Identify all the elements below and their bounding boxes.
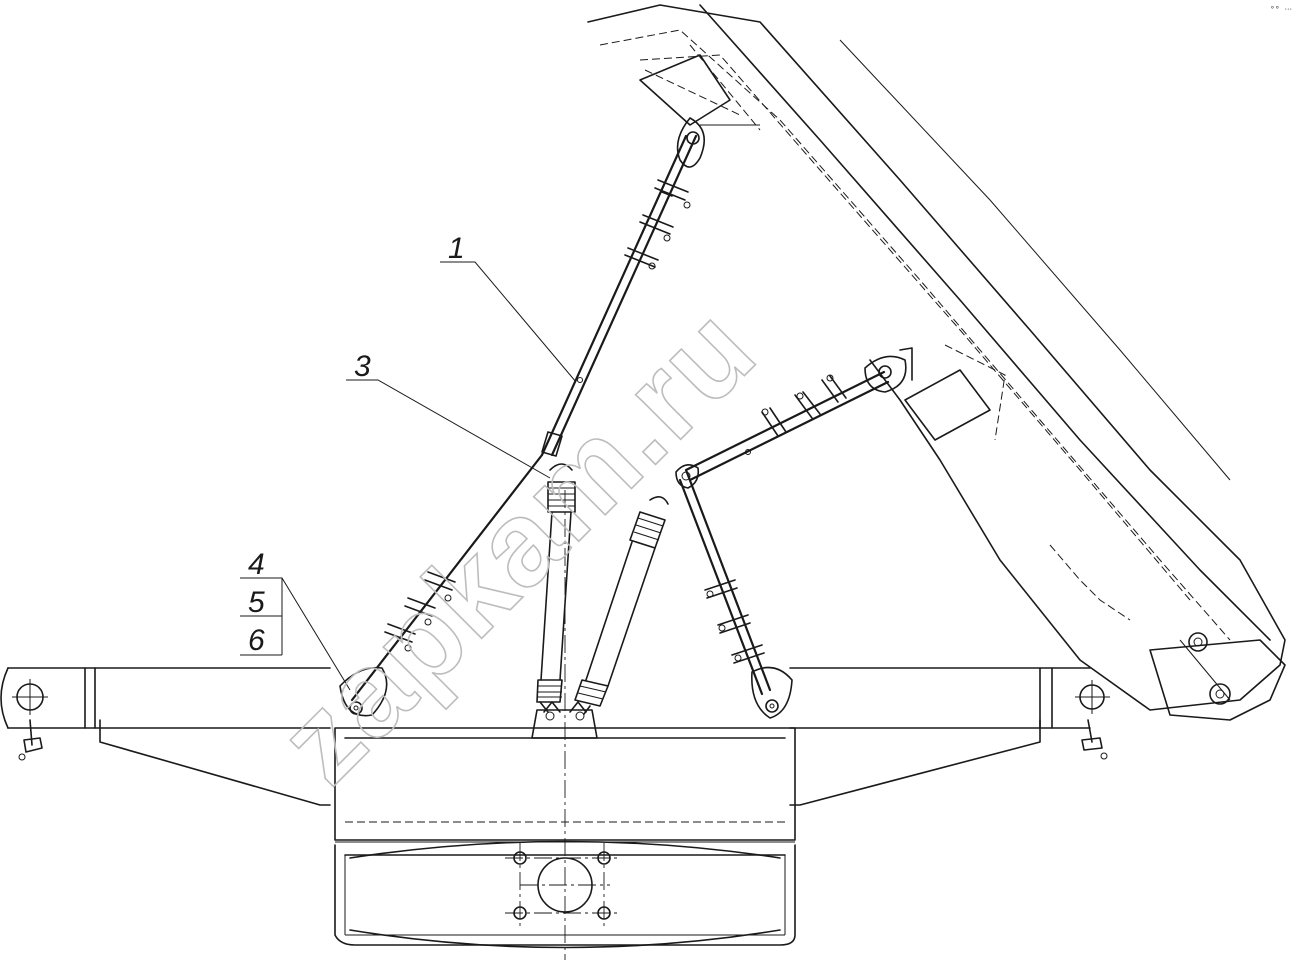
callout-3: 3 [354, 350, 371, 383]
corner-mark: °° ‧‧‧ [1270, 5, 1292, 14]
left-cable-assembly [339, 117, 706, 717]
callout-5: 5 [248, 586, 265, 619]
callout-6: 6 [248, 624, 265, 657]
spring-struts [536, 463, 669, 715]
raised-boom [587, 4, 1286, 721]
callout-1: 1 [448, 232, 465, 265]
right-cable-assembly [675, 347, 913, 719]
callout-4: 4 [248, 548, 265, 581]
central-frame [334, 490, 796, 960]
watermark: zapkam.ru [254, 281, 781, 808]
horizontal-beam [0, 667, 1110, 806]
leader-lines [240, 261, 577, 691]
